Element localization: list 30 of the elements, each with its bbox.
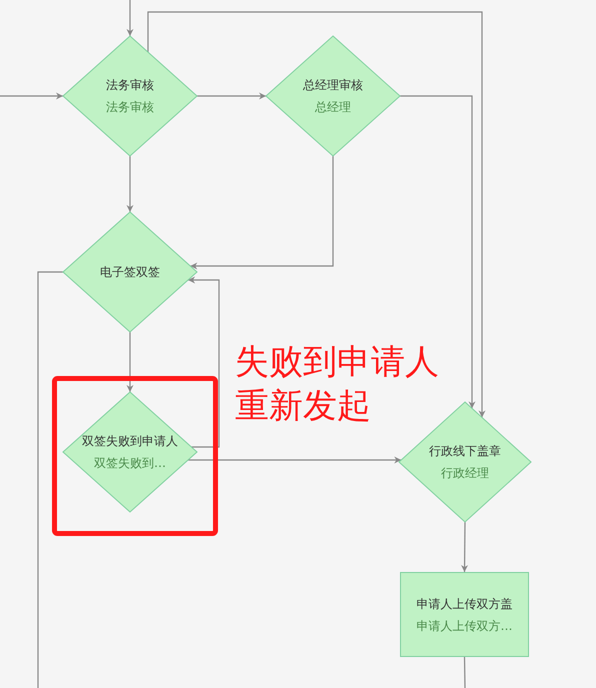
connector-arrow [147,11,486,418]
node-assignee: 总经理 [315,99,351,116]
decision-diamond [63,36,197,156]
node-assignee: 法务审核 [106,99,154,116]
decision-diamond [63,392,197,512]
node-title: 双签失败到申请人 [82,433,178,450]
connector-arrow [0,92,63,100]
connector-arrow [126,156,134,212]
connector-arrow [461,522,468,572]
connector-arrow [188,456,402,464]
node-title: 申请人上传双方盖 [416,596,512,612]
connector-arrow [190,156,334,270]
node-title: 法务审核 [106,77,154,94]
node-title: 电子签双签 [100,264,160,281]
annotation-text: 失败到申请人重新发起 [235,341,440,428]
node-title: 行政线下盖章 [429,443,501,460]
node-assignee: 申请人上传双方… [416,618,512,634]
connector-arrow [400,95,476,408]
node-assignee: 行政经理 [441,465,489,482]
node-assignee: 双签失败到… [94,455,166,472]
connector-arrow [197,92,266,100]
decision-diamond [266,36,400,156]
process-box [400,572,529,657]
decision-diamond [63,212,197,332]
connector-arrow [188,276,220,448]
decision-diamond [399,402,531,522]
highlight-frame [52,376,218,536]
connector-arrow [126,332,134,392]
node-title: 总经理审核 [303,77,363,94]
connector-arrow [126,0,134,36]
